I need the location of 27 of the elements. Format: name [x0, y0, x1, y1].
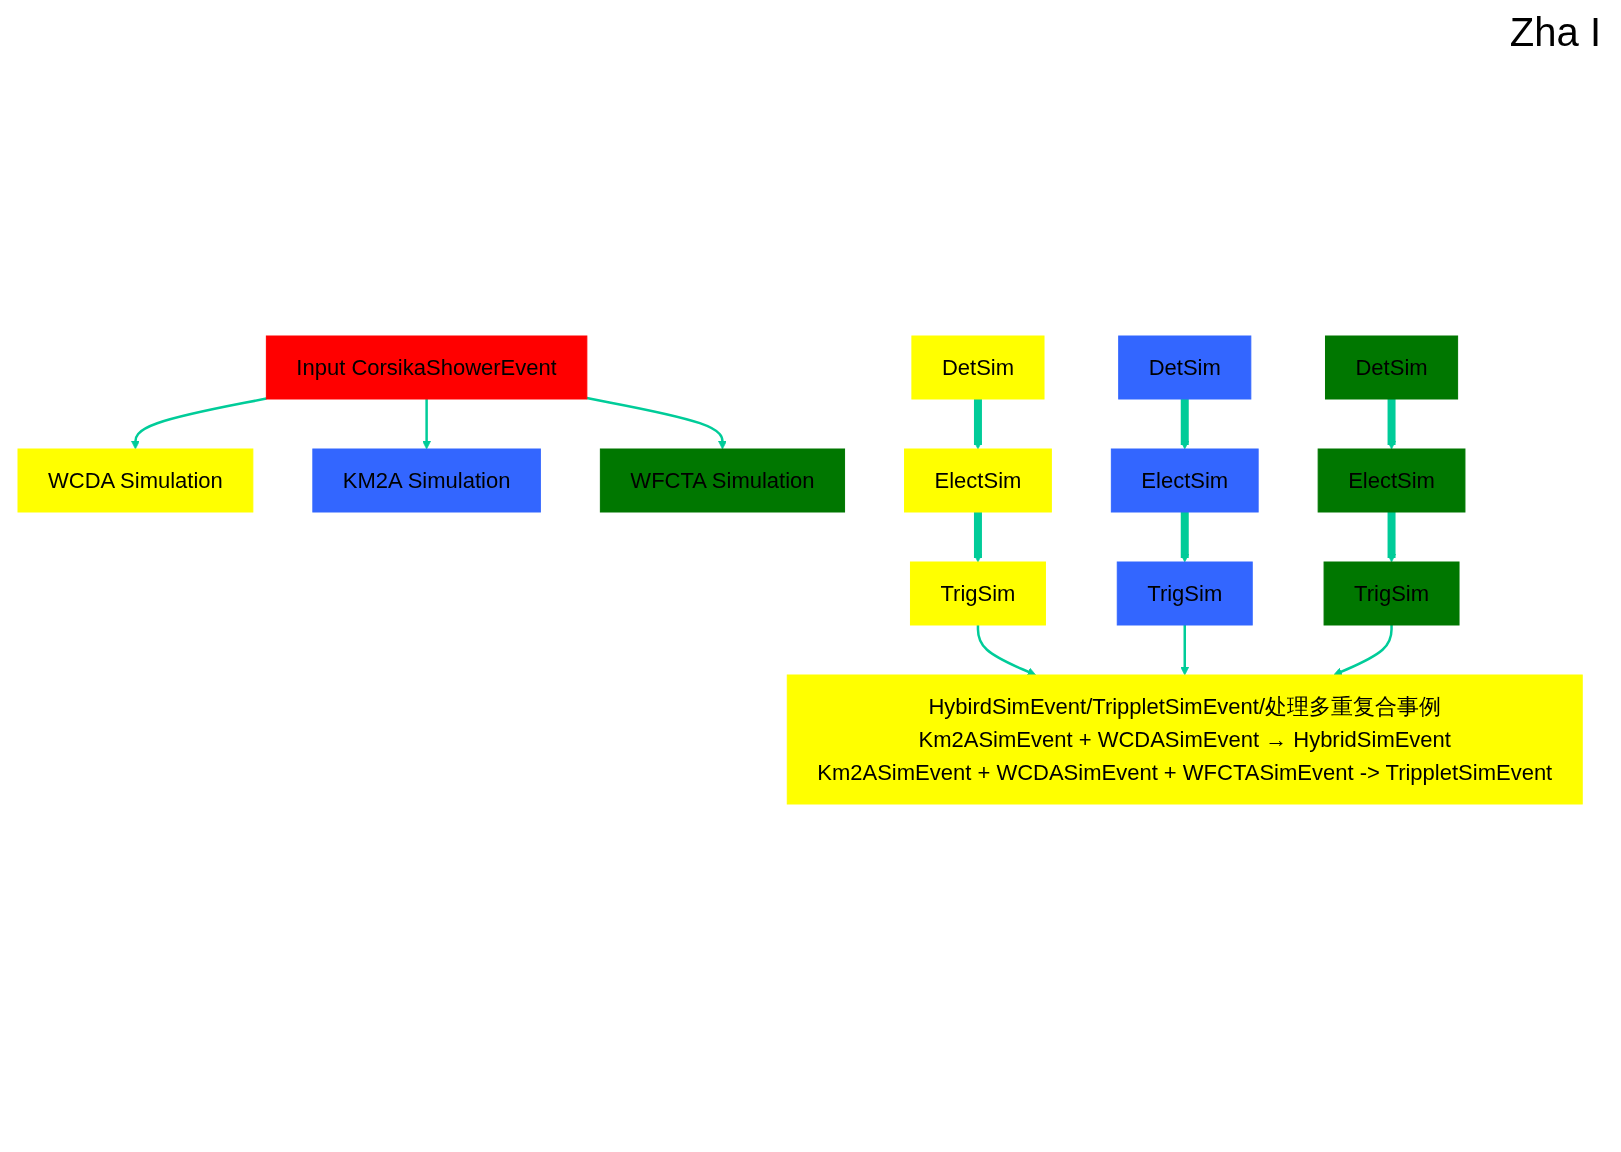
- node-box: DetSim: [1324, 335, 1458, 400]
- arrow: [1387, 512, 1396, 563]
- arrow: [422, 399, 431, 450]
- arrow: [1387, 399, 1396, 450]
- arrow: [973, 512, 983, 563]
- node-box: TrigSim: [1116, 561, 1253, 626]
- node-box: ElectSim: [1317, 448, 1466, 513]
- node-box: DetSim: [1118, 335, 1252, 400]
- node-box: HybirdSimEvent/TrippletSimEvent/处理多重复合事例 Km2ASimEvent + WCDASimEvent → HybridSimEvent Km2ASimEvent + WCDASimEvent + WFCTASimEvent -> TrippletSimEvent: [786, 674, 1583, 805]
- node-box: Input CorsikaShowerEvent: [265, 335, 588, 400]
- arrow: [1333, 625, 1393, 676]
- arrow: [130, 397, 267, 450]
- node-box: ElectSim: [903, 448, 1052, 513]
- node-box: KM2A Simulation: [312, 448, 541, 513]
- author-label: Zha I: [1509, 10, 1601, 55]
- node-box: WFCTA Simulation: [599, 448, 845, 513]
- arrow: [586, 396, 727, 450]
- arrow: [1180, 512, 1190, 563]
- node-box: DetSim: [911, 335, 1045, 400]
- node-box: TrigSim: [909, 561, 1046, 626]
- node-box: TrigSim: [1323, 561, 1460, 626]
- node-box: ElectSim: [1110, 448, 1259, 513]
- arrow: [1180, 399, 1190, 450]
- node-box: WCDA Simulation: [17, 448, 254, 513]
- arrow: [973, 399, 983, 450]
- arrow: [976, 625, 1036, 676]
- arrow: [1180, 625, 1190, 676]
